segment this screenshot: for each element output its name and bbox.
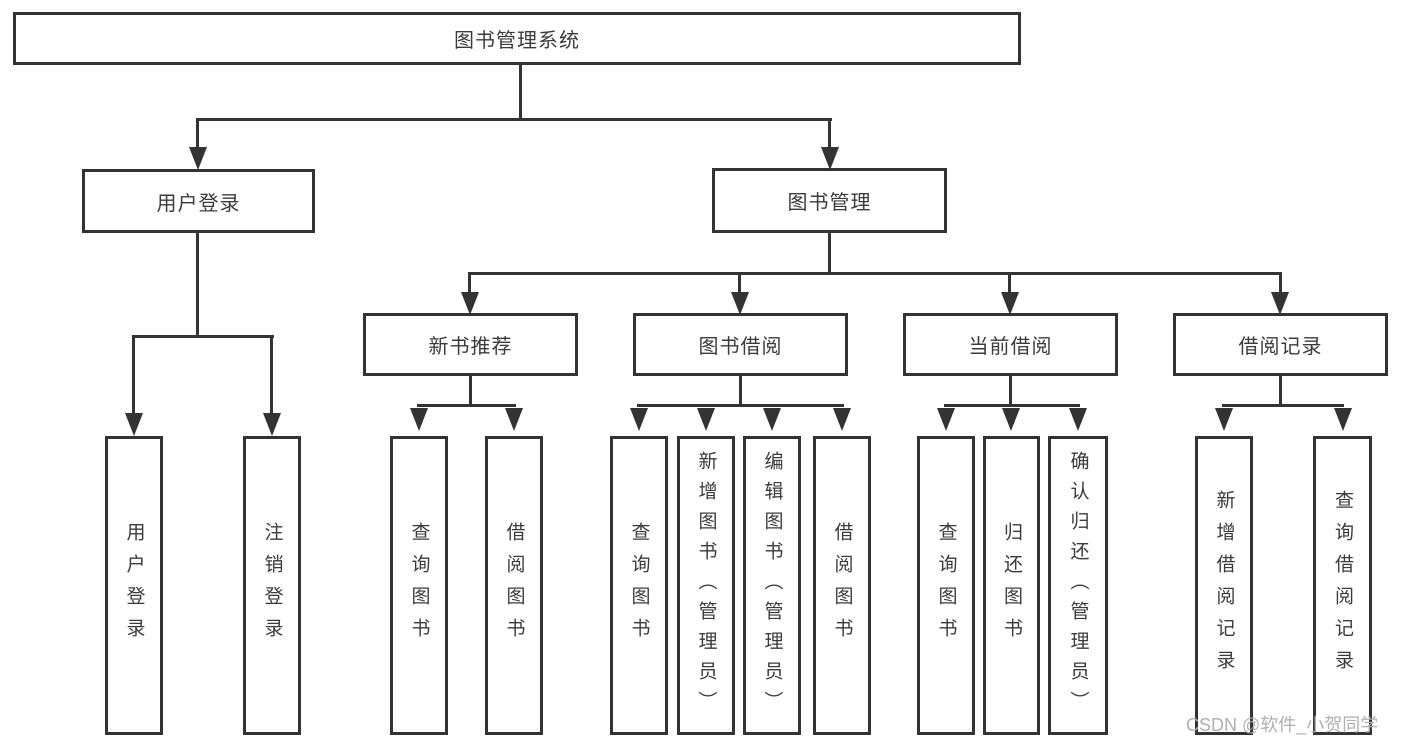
connector-line	[469, 374, 472, 407]
node-leaf-nbr-query: 查询图书	[390, 436, 448, 735]
node-leaf-user-login: 用户登录	[105, 436, 163, 735]
arrow-down-icon	[1001, 292, 1019, 315]
node-label: 借阅记录	[1238, 336, 1323, 358]
node-root: 图书管理系统	[13, 12, 1021, 65]
node-leaf-bb-borrow: 借阅图书	[813, 436, 871, 735]
arrow-down-icon	[937, 408, 955, 431]
connector-line	[519, 63, 522, 120]
connector-line	[637, 404, 844, 407]
arrow-down-icon	[461, 292, 479, 315]
connector-line	[196, 118, 832, 121]
node-leaf-cb-confirm: 确认归还（管理员）	[1048, 436, 1108, 735]
arrow-down-icon	[189, 147, 207, 170]
node-leaf-bb-edit: 编辑图书（管理员）	[743, 436, 801, 735]
connector-line	[196, 118, 199, 151]
connector-line	[1008, 272, 1011, 296]
arrow-down-icon	[1334, 408, 1352, 431]
node-leaf-bb-add: 新增图书（管理员）	[677, 436, 735, 735]
node-current-borrow: 当前借阅	[903, 313, 1118, 376]
connector-line	[1279, 272, 1282, 296]
arrow-down-icon	[1069, 408, 1087, 431]
connector-line	[944, 404, 1080, 407]
node-label: 用户登录	[123, 521, 145, 650]
arrow-down-icon	[410, 408, 428, 431]
arrow-down-icon	[263, 413, 281, 436]
node-label: 查询图书	[628, 521, 650, 650]
node-label: 新增图书（管理员）	[695, 450, 717, 721]
connector-line	[417, 404, 516, 407]
node-new-book-rec: 新书推荐	[363, 313, 578, 376]
node-label: 查询图书	[408, 521, 430, 650]
node-leaf-cb-query: 查询图书	[917, 436, 975, 735]
connector-line	[1009, 374, 1012, 407]
node-leaf-br-add: 新增借阅记录	[1195, 436, 1253, 735]
node-label: 当前借阅	[968, 336, 1053, 358]
connector-line	[270, 335, 273, 415]
node-borrow-record: 借阅记录	[1173, 313, 1388, 376]
node-leaf-nbr-borrow: 借阅图书	[485, 436, 543, 735]
node-label: 借阅图书	[503, 521, 525, 650]
node-leaf-logout: 注销登录	[243, 436, 301, 735]
node-leaf-cb-return: 归还图书	[983, 436, 1040, 735]
csdn-watermark: CSDN @软件_小贺同学	[1186, 715, 1379, 735]
connector-line	[196, 231, 199, 338]
arrow-down-icon	[1271, 292, 1289, 315]
node-label: 注销登录	[261, 521, 283, 650]
connector-line	[828, 118, 831, 151]
arrow-down-icon	[1002, 408, 1020, 431]
connector-line	[1279, 374, 1282, 407]
node-label: 图书管理系统	[454, 30, 580, 52]
arrow-down-icon	[125, 413, 143, 436]
node-leaf-br-query: 查询借阅记录	[1313, 436, 1372, 735]
node-book-mgmt: 图书管理	[712, 168, 947, 233]
connector-line	[739, 374, 742, 407]
arrow-down-icon	[763, 408, 781, 431]
arrow-down-icon	[630, 408, 648, 431]
node-book-borrow: 图书借阅	[633, 313, 848, 376]
node-label: 编辑图书（管理员）	[761, 450, 783, 721]
connector-line	[1222, 404, 1344, 407]
node-label: 图书借阅	[698, 336, 783, 358]
node-label: 图书管理	[787, 192, 872, 214]
node-label: 新书推荐	[428, 336, 513, 358]
node-label: 查询图书	[935, 521, 957, 650]
arrow-down-icon	[505, 408, 523, 431]
node-leaf-bb-query: 查询图书	[610, 436, 668, 735]
arrow-down-icon	[697, 408, 715, 431]
connector-line	[828, 231, 831, 275]
connector-line	[468, 272, 471, 296]
node-label: 新增借阅记录	[1213, 489, 1235, 682]
node-label: 用户登录	[156, 192, 241, 215]
node-label: 借阅图书	[831, 521, 853, 650]
arrow-down-icon	[1215, 408, 1233, 431]
node-user-login: 用户登录	[82, 169, 315, 233]
connector-line	[132, 335, 274, 338]
connector-line	[468, 272, 1282, 275]
node-label: 查询借阅记录	[1332, 489, 1353, 682]
connector-line	[132, 335, 135, 415]
arrow-down-icon	[821, 147, 839, 170]
arrow-down-icon	[731, 292, 749, 315]
arrow-down-icon	[833, 408, 851, 431]
node-label: 归还图书	[1001, 521, 1022, 650]
connector-line	[738, 272, 741, 296]
node-label: 确认归还（管理员）	[1067, 450, 1089, 721]
